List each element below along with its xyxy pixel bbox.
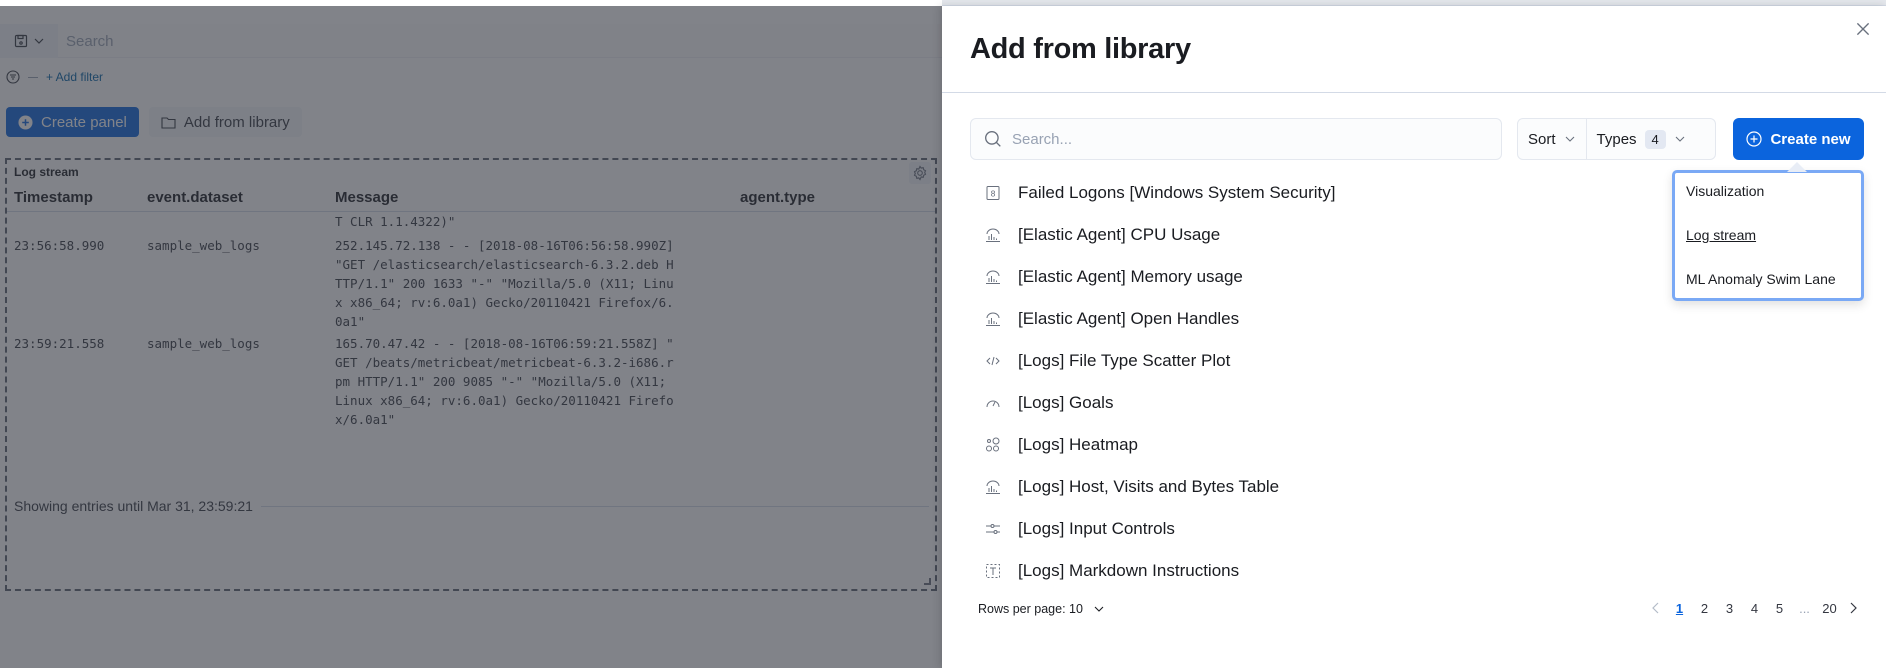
create-new-label: Create new [1770,130,1851,148]
item-label: [Logs] Host, Visits and Bytes Table [1018,477,1280,496]
previous-page-button[interactable] [1645,597,1667,619]
rows-per-page-label: Rows per page: 10 [978,602,1083,616]
item-label: Failed Logons [Windows System Security] [1018,183,1336,202]
item-label: [Elastic Agent] Open Handles [1018,309,1240,328]
list-item[interactable]: [Logs] Heatmap [984,424,1684,466]
item-label: [Logs] Input Controls [1018,519,1175,538]
list-item[interactable]: [Elastic Agent] Open Handles [984,298,1684,340]
chevron-left-icon [1652,602,1659,614]
plus-circle-icon [1746,131,1763,147]
page-2-button[interactable]: 2 [1700,600,1709,616]
markdown-icon [984,562,1002,580]
svg-text:8: 8 [990,190,995,199]
types-label: Types [1596,130,1637,148]
library-search-field[interactable] [970,118,1502,160]
heatmap-icon [984,436,1002,454]
top-border [0,0,1886,6]
types-count-badge: 4 [1644,129,1666,149]
item-label: [Logs] Heatmap [1018,435,1139,454]
list-item[interactable]: [Logs] File Type Scatter Plot [984,340,1684,382]
list-item[interactable]: [Elastic Agent] CPU Usage [984,214,1684,256]
create-new-button[interactable]: Create new [1733,118,1864,160]
page-1-button[interactable]: 1 [1675,600,1684,616]
next-page-button[interactable] [1842,597,1864,619]
item-label: [Logs] File Type Scatter Plot [1018,351,1231,370]
list-item[interactable]: [Logs] Host, Visits and Bytes Table [984,466,1684,508]
list-item[interactable]: [Logs] Input Controls [984,508,1684,550]
library-search-input[interactable] [1012,130,1492,148]
list-item[interactable]: [Logs] Goals [984,382,1684,424]
create-new-menu: Visualization Log stream ML Anomaly Swim… [1672,162,1864,301]
menu-item-visualization[interactable]: Visualization [1686,183,1765,199]
item-label: [Elastic Agent] Memory usage [1018,267,1243,286]
chevron-down-icon [1675,136,1685,142]
lens-icon [984,268,1002,286]
sort-label: Sort [1528,130,1556,148]
lens-icon [984,310,1002,328]
pagination-ellipsis: ... [1799,600,1810,616]
search-icon [985,131,1001,147]
chevron-down-icon [1565,136,1574,142]
pagination: 1 2 3 4 5 ... 20 [1645,597,1864,619]
popover-arrow [1787,162,1807,172]
chevron-down-icon [1094,606,1104,612]
code-icon [984,352,1002,370]
chevron-right-icon [1850,602,1857,614]
flyout-title: Add from library [970,33,1191,65]
gauge-icon [984,394,1002,412]
item-label: [Elastic Agent] CPU Usage [1018,225,1221,244]
menu-item-ml-anomaly-swim-lane[interactable]: ML Anomaly Swim Lane [1686,271,1836,287]
page-20-button[interactable]: 20 [1822,600,1837,616]
lens-icon [984,226,1002,244]
close-icon[interactable] [1854,20,1872,38]
page-5-button[interactable]: 5 [1775,600,1784,616]
header-divider [942,92,1886,93]
rows-per-page-button[interactable]: Rows per page: 10 [978,602,1105,616]
modal-overlay[interactable] [0,6,942,668]
lens-icon [984,478,1002,496]
page-3-button[interactable]: 3 [1725,600,1734,616]
list-item[interactable]: [Logs] Markdown Instructions [984,550,1684,592]
add-from-library-flyout: Add from library Sort Types 4 Create new… [942,6,1886,668]
dashboard-icon: 8 [984,184,1002,202]
menu-item-log-stream[interactable]: Log stream [1686,227,1757,243]
types-filter-button[interactable]: Types 4 [1585,119,1696,159]
sort-button[interactable]: Sort [1518,119,1586,159]
page-4-button[interactable]: 4 [1750,600,1759,616]
filter-group: Sort Types 4 [1517,118,1716,160]
item-label: [Logs] Markdown Instructions [1018,561,1240,580]
list-item[interactable]: [Elastic Agent] Memory usage [984,256,1684,298]
controls-icon [984,520,1002,538]
list-item[interactable]: 8 Failed Logons [Windows System Security… [984,172,1684,214]
item-label: [Logs] Goals [1018,393,1114,412]
